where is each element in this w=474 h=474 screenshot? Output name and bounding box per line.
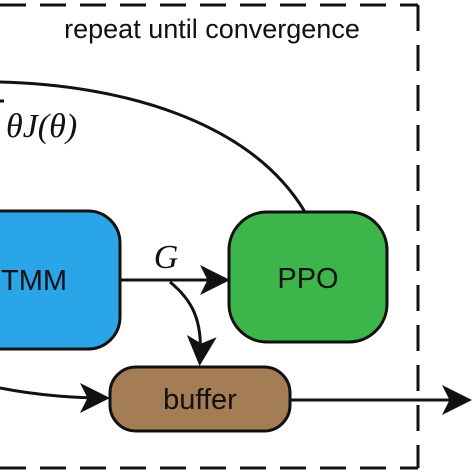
tmm-label: TMM xyxy=(1,265,67,297)
gradient-curve xyxy=(0,80,307,213)
loop-title: repeat until convergence xyxy=(64,14,360,44)
input-to-buffer-arrow xyxy=(0,382,110,413)
buffer-label: buffer xyxy=(163,384,237,416)
g-to-buffer-arrow xyxy=(169,280,217,366)
gradient-label: θJ(θ) xyxy=(6,108,77,145)
loop-boundary xyxy=(0,3,420,470)
g-label: G xyxy=(154,239,179,276)
ppo-label: PPO xyxy=(277,263,338,295)
